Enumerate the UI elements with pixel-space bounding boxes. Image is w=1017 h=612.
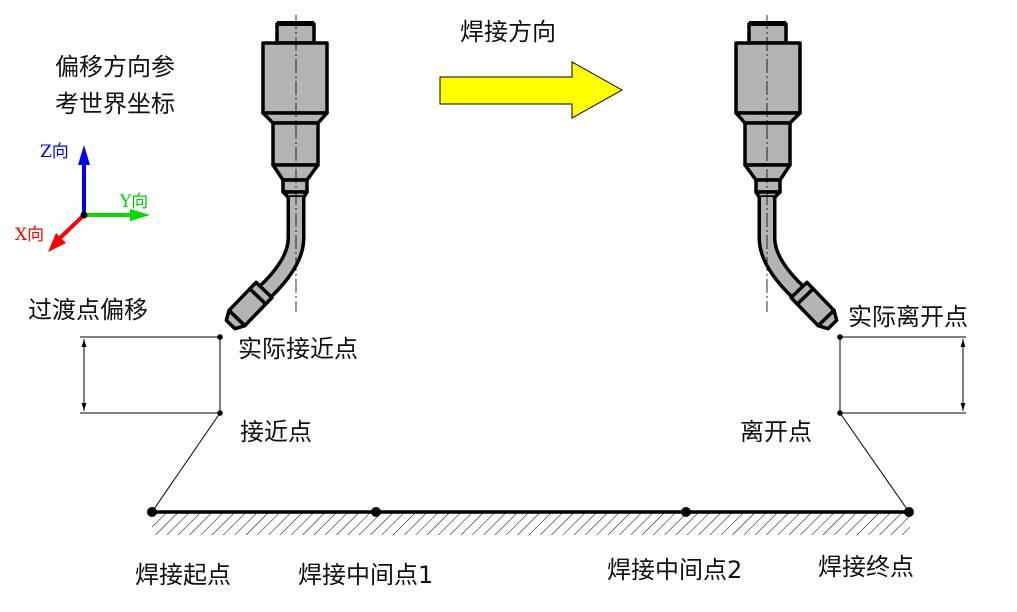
weld-direction-label: 焊接方向 (460, 18, 556, 46)
welding-torch-start-icon (223, 15, 327, 332)
weld-start-point (147, 507, 157, 517)
y-axis-label: Y向 (119, 192, 148, 212)
frame-note-line-1: 偏移方向参 (55, 53, 175, 81)
approach-offset-dimension (80, 334, 223, 513)
weld-mid-point-2 (681, 507, 691, 517)
coordinate-axes-icon (48, 145, 150, 252)
actual-approach-label: 实际接近点 (238, 335, 358, 363)
z-axis-label: Z向 (40, 142, 69, 162)
welding-torch-end-icon (736, 15, 840, 332)
weld-end-label: 焊接终点 (818, 553, 914, 581)
depart-offset-dimension (837, 334, 966, 513)
weld-mid-2-label: 焊接中间点2 (607, 556, 742, 584)
weld-mid-point-1 (371, 507, 381, 517)
weld-start-label: 焊接起点 (135, 561, 231, 589)
depart-label: 离开点 (740, 418, 812, 446)
x-axis-label: X向 (15, 225, 44, 245)
frame-note-line-2: 考世界坐标 (55, 90, 175, 118)
weld-direction-arrow-icon (439, 61, 624, 119)
weld-mid-1-label: 焊接中间点1 (298, 561, 433, 589)
actual-depart-label: 实际离开点 (848, 303, 968, 331)
approach-label: 接近点 (240, 418, 312, 446)
transition-offset-label: 过渡点偏移 (28, 296, 148, 324)
workpiece-hatching (152, 513, 910, 535)
weld-end-point (904, 507, 914, 517)
